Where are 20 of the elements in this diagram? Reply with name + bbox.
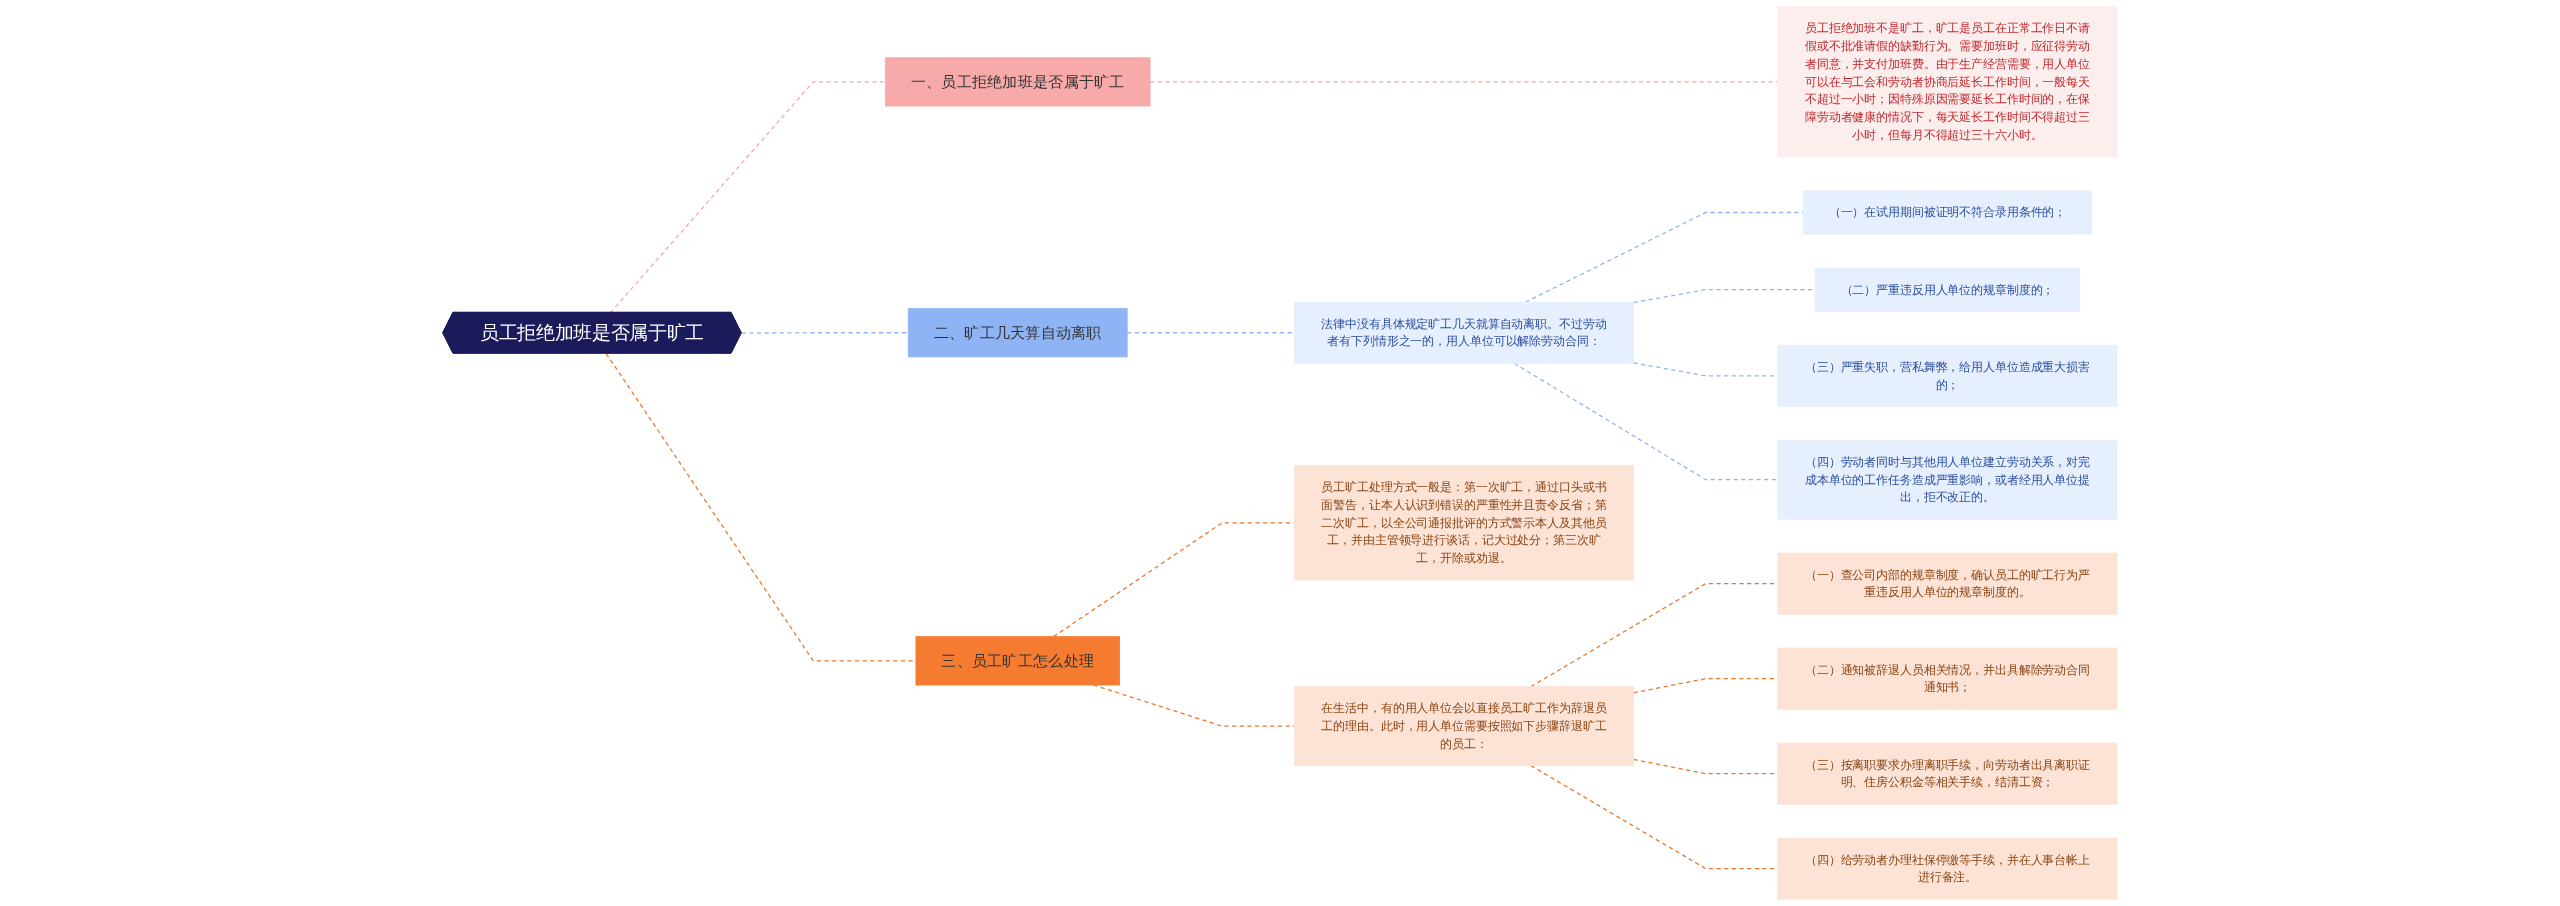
node-box: （四）劳动者同时与其他用人单位建立劳动关系，对完成本单位的工作任务造成严重影响，或者经用人单位提出，拒不改正的。 [1777, 439, 2118, 520]
node-box: （一）在试用期间被证明不符合录用条件的； [1802, 190, 2093, 235]
connector [609, 81, 887, 314]
node-box: 三、员工旷工怎么处理 [915, 636, 1120, 686]
node-box: 法律中没有具体规定旷工几天就算自动离职。不过劳动者有下列情形之一的，用人单位可以解除劳动合同： [1293, 301, 1635, 364]
node-box: 二、旷工几天算自动离职 [907, 308, 1128, 358]
connector [741, 332, 909, 334]
node-box: 员工旷工处理方式一般是：第一次旷工，通过口头或书面警告，让本人认识到错误的严重性并且责令反省；第二次旷工，以全公司通报批评的方式警示本人及其他员工，并由主管领导进行谈话，记大过处分；第三次旷工，开除或劝退。 [1293, 465, 1635, 581]
connector [1513, 362, 1779, 481]
node-box: （四）给劳动者办理社保停缴等手续，并在人事台帐上进行备注。 [1777, 837, 2118, 900]
node-box: （三）按离职要求办理离职手续，向劳动者出具离职证明、住房公积金等相关手续，结清工资； [1777, 742, 2118, 805]
connector [1126, 332, 1295, 334]
node-box: 在生活中，有的用人单位会以直接员工旷工作为辞退员工的理由。此时，用人单位需要按照如下步骤辞退旷工的员工： [1293, 686, 1635, 766]
node-box: （二）通知被辞退人员相关情况，并出具解除劳动合同通知书； [1777, 647, 2118, 710]
node-box: （三）严重失职，营私舞弊，给用人单位造成重大损害的； [1777, 344, 2118, 407]
node-box: 一、员工拒绝加班是否属于旷工 [885, 57, 1151, 107]
node-box: （二）严重违反用人单位的规章制度的； [1814, 267, 2081, 312]
node-box: （一）查公司内部的规章制度，确认员工的旷工行为严重违反用人单位的规章制度的。 [1777, 552, 2118, 615]
node-box: 员工拒绝加班不是旷工，旷工是员工在正常工作日不请假或不批准请假的缺勤行为。需要加班时，应征得劳动者同意，并支付加班费。由于生产经营需要，用人单位可以在与工会和劳动者协商后延长工作时间，一般每天不超过一小时；因特殊原因需要延长工作时间的，在保障劳动者健康的情况下，每天延长工作时间不得超过三小时，但每月不得超过三十六小时。 [1777, 6, 2118, 158]
connector [1633, 289, 1816, 304]
